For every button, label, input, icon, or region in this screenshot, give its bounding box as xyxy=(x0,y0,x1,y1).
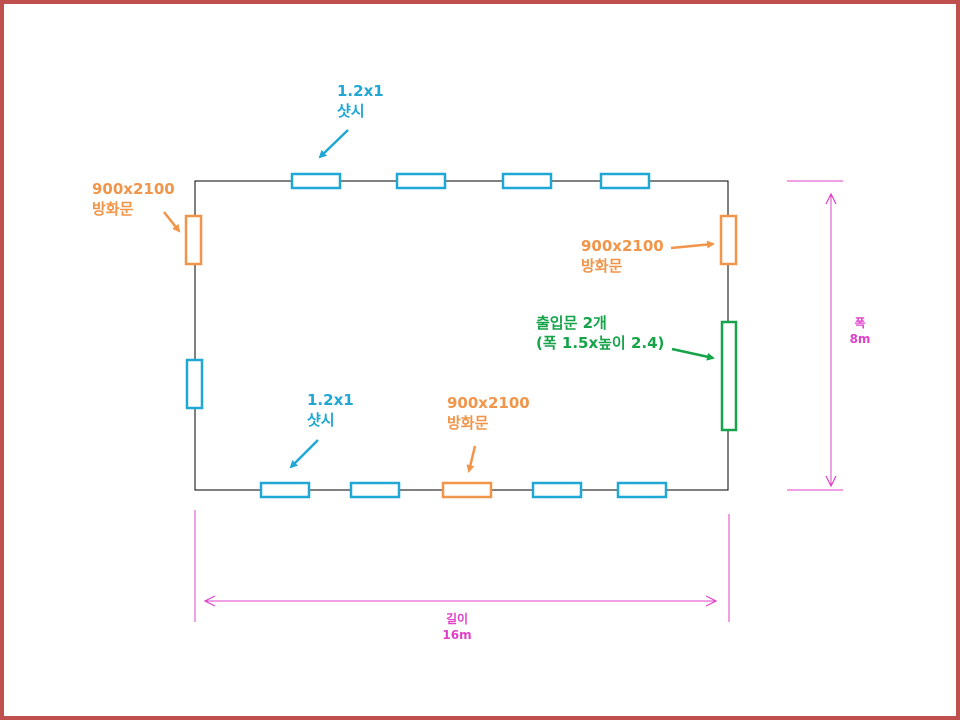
window-bottom-4 xyxy=(616,481,668,499)
window-left xyxy=(185,358,204,410)
label-fire-door-bottom: 900x2100 방화문 xyxy=(447,394,530,432)
label-window-top: 1.2x1 샷시 xyxy=(337,82,384,120)
label-window-bottom: 1.2x1 샷시 xyxy=(307,391,354,429)
arrow-window-top xyxy=(318,129,349,159)
window-bottom-3 xyxy=(531,481,583,499)
label-fire-door-left: 900x2100 방화문 xyxy=(92,180,175,218)
window-top-1 xyxy=(290,172,342,190)
arrow-fire-door-right xyxy=(670,240,715,250)
arrow-fire-door-left xyxy=(163,211,181,233)
label-fire-door-right: 900x2100 방화문 xyxy=(581,237,664,275)
arrow-entrance xyxy=(671,347,715,361)
label-entrance: 출입문 2개 (폭 1.5x높이 2.4) xyxy=(536,314,665,352)
floor-plan-drawing xyxy=(163,129,843,622)
window-top-2 xyxy=(395,172,447,190)
label-dim-length: 길이 16m xyxy=(442,612,472,642)
entrance-door xyxy=(720,320,738,432)
window-bottom-1 xyxy=(259,481,311,499)
fire-door-left xyxy=(184,214,203,266)
window-top-4 xyxy=(599,172,651,190)
window-top-3 xyxy=(501,172,553,190)
fire-door-bottom xyxy=(441,481,493,499)
arrow-window-bottom xyxy=(289,439,319,469)
fire-door-right xyxy=(719,214,738,266)
arrow-fire-door-bottom xyxy=(466,445,477,473)
window-bottom-2 xyxy=(349,481,401,499)
label-dim-width: 폭 8m xyxy=(849,316,871,346)
